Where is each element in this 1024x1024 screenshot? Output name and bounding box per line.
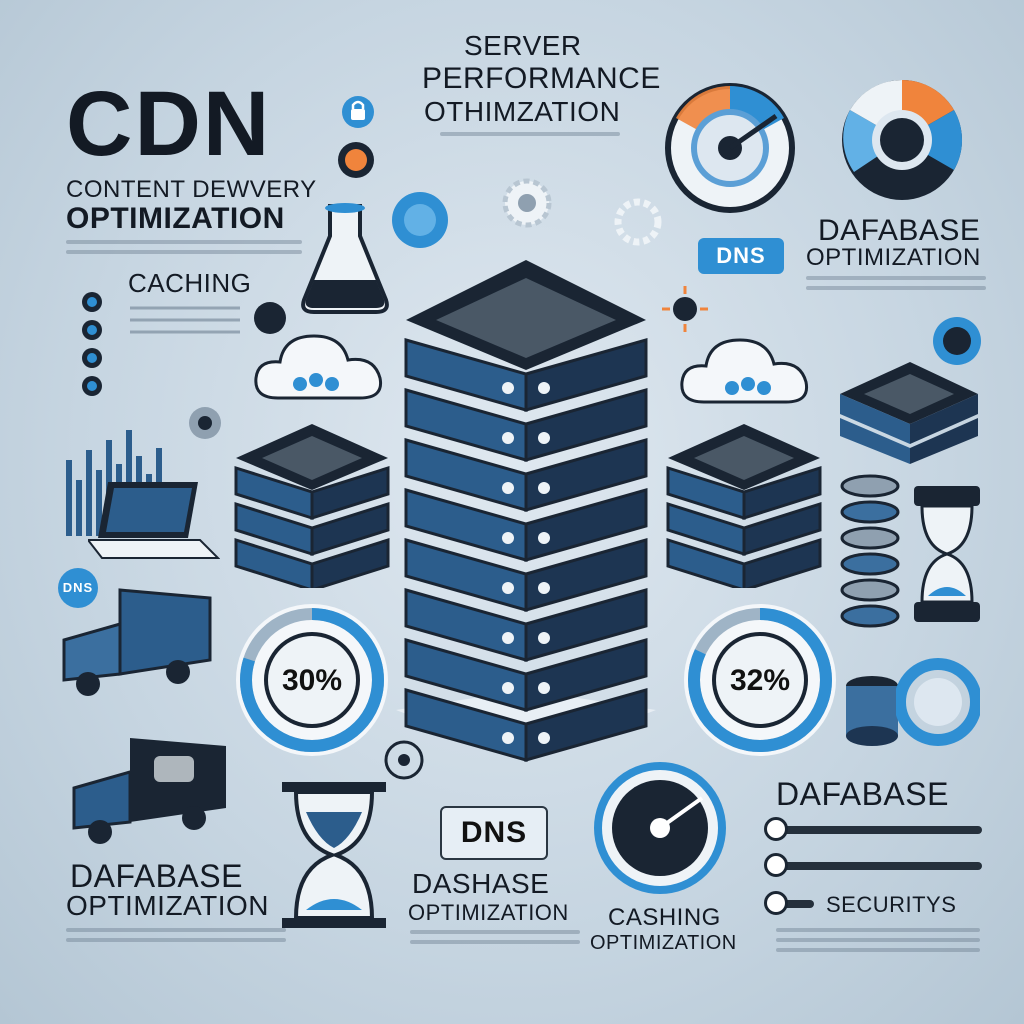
cdn-title: CDN bbox=[66, 73, 272, 175]
donut-chart-icon bbox=[842, 79, 963, 200]
server-rack-center bbox=[396, 260, 656, 762]
speedometer-icon bbox=[665, 83, 795, 213]
small-dot-icon bbox=[254, 302, 286, 334]
dns-badge-left: DNS bbox=[58, 568, 98, 608]
sun-gear-icon bbox=[662, 286, 708, 332]
db-right-heading-1: DAFABASE bbox=[818, 214, 981, 247]
server-heading-2: PERFORMANCE bbox=[422, 62, 661, 95]
db-left-heading-2: OPTIMIZATION bbox=[66, 890, 270, 921]
slider-2-knob[interactable] bbox=[764, 853, 788, 877]
laptop-icon bbox=[88, 482, 220, 559]
cloud-icon-left bbox=[254, 334, 383, 400]
cashing-heading-2: OPTIMIZATION bbox=[590, 932, 737, 954]
gear-icon bbox=[502, 178, 552, 228]
gauge-right bbox=[684, 604, 836, 756]
server-heading-3: OTHIMZATION bbox=[424, 96, 621, 127]
truck-icon-bottom bbox=[72, 738, 226, 844]
slider-1-knob[interactable] bbox=[764, 817, 788, 841]
small-db-icon bbox=[933, 317, 981, 365]
dafabase-br-heading: DAFABASE bbox=[776, 776, 949, 812]
ring-gauge-icon bbox=[896, 658, 980, 746]
hourglass-icon-right bbox=[914, 486, 980, 622]
orange-dot-icon bbox=[338, 142, 374, 178]
gaugeRight-arc bbox=[688, 608, 832, 752]
securitys-heading: SECURITYS bbox=[826, 892, 957, 917]
cdn-subtitle-2: OPTIMIZATION bbox=[66, 202, 285, 235]
cloud-icon-right bbox=[680, 338, 809, 404]
gauge-right-value: 32% bbox=[729, 664, 791, 697]
server-rack-far-right bbox=[840, 362, 978, 464]
database-icon-small bbox=[846, 676, 898, 746]
small-target-icon bbox=[189, 407, 221, 439]
caching-left-heading: CACHING bbox=[128, 268, 252, 298]
dashase-heading-1: DASHASE bbox=[412, 868, 550, 899]
cashing-heading-1: CASHING bbox=[608, 904, 721, 931]
slider-3-knob[interactable] bbox=[764, 891, 788, 915]
caching-list bbox=[82, 292, 240, 396]
flask-icon bbox=[301, 203, 389, 314]
dashase-heading-2: OPTIMIZATION bbox=[408, 900, 569, 925]
database-icon bbox=[840, 474, 900, 628]
gauge-left-value: 30% bbox=[281, 664, 343, 697]
truck-icon-top bbox=[62, 588, 212, 696]
server-rack-right bbox=[666, 424, 822, 588]
cdn-subtitle-1: CONTENT DEWVERY bbox=[66, 176, 317, 203]
server-rack-left bbox=[234, 424, 390, 588]
db-right-heading-2: OPTIMIZATION bbox=[806, 244, 981, 271]
blue-orb-icon bbox=[392, 192, 448, 248]
gauge-left bbox=[236, 604, 388, 756]
gaugeLeft-arc bbox=[240, 608, 384, 752]
speedometer-icon-bottom bbox=[594, 762, 726, 894]
hourglass-icon-center bbox=[282, 782, 386, 928]
lock-icon bbox=[342, 96, 374, 128]
db-left-heading-1: DAFABASE bbox=[70, 858, 243, 894]
dns-badge-center: DNS bbox=[440, 806, 548, 860]
server-heading-1: SERVER bbox=[464, 30, 582, 61]
dns-badge-top: DNS bbox=[698, 238, 784, 274]
small-circle-icon bbox=[384, 740, 424, 780]
gear-outline-icon bbox=[614, 198, 662, 246]
